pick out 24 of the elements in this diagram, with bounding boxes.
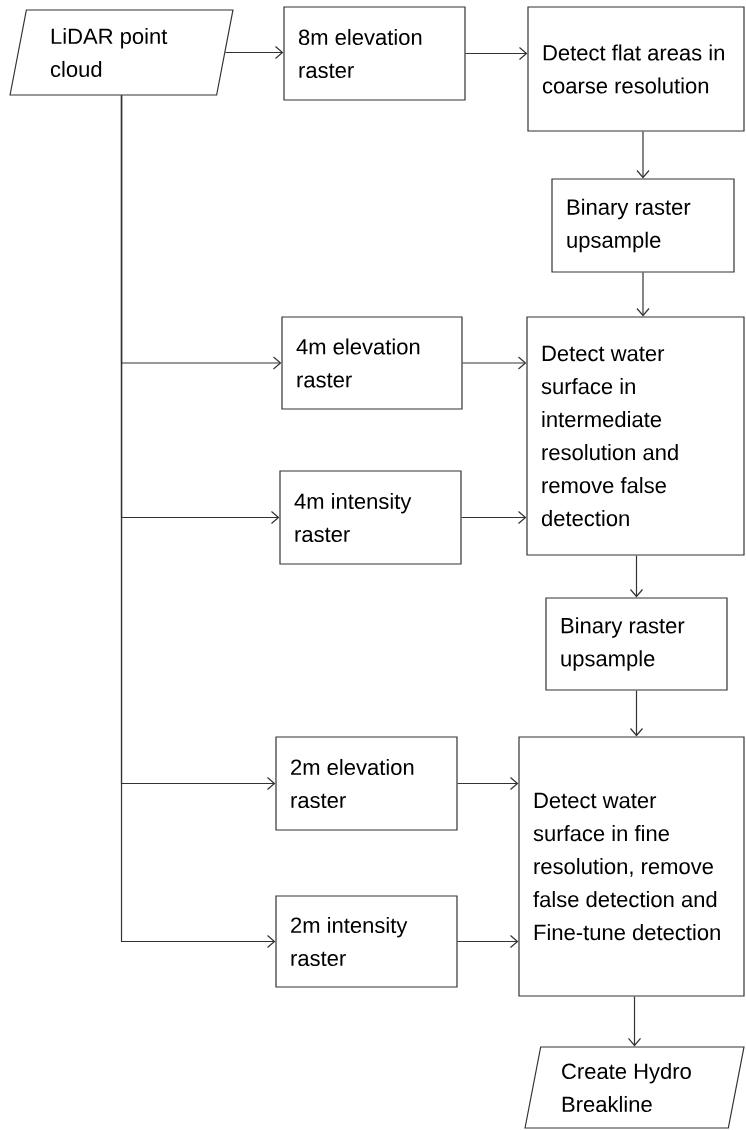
process-box: Detect flat areas in coarse resolution [527,6,745,132]
process-box: Detect water surface in intermediate resolution and remove false detection [526,316,745,556]
arrow [120,95,276,949]
process-box: 8m elevation raster [283,6,466,101]
arrow [224,45,284,60]
arrow [465,46,528,61]
arrow [462,356,527,370]
process-box: 2m intensity raster [275,895,458,988]
data-parallelogram: Create Hydro Breakline [524,1046,745,1129]
process-box: 4m intensity raster [279,470,462,565]
process-box: 2m elevation raster [275,736,458,831]
arrow [629,690,644,737]
process-box: 4m elevation raster [281,316,463,410]
process-box: Binary raster upsample [551,178,735,273]
arrow [629,555,644,598]
arrow [457,776,519,791]
arrow [461,510,527,525]
arrow [636,272,650,317]
process-box: Binary raster upsample [545,597,728,691]
arrow [457,934,519,949]
data-parallelogram: LiDAR point cloud [9,9,234,96]
arrow [636,131,650,179]
arrow [627,996,642,1047]
process-box: Detect water surface in fine resolution, remove false detection and Fine-tune detection [518,736,745,997]
